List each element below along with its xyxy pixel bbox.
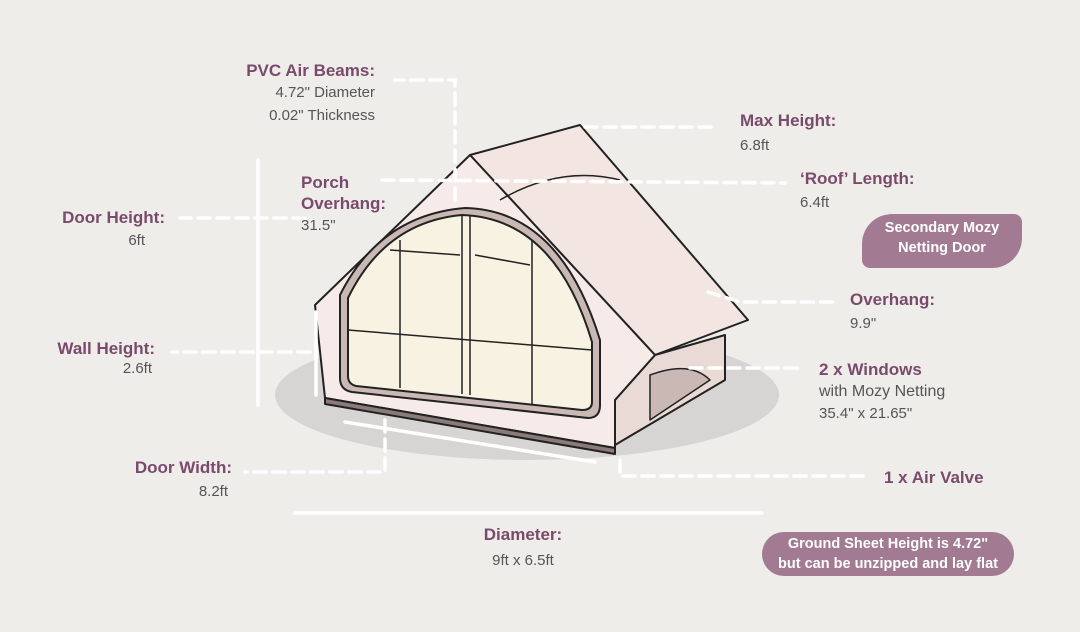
overhang-value: 9.9" <box>850 315 877 332</box>
pvc-air-beams-label: PVC Air Beams: <box>246 61 375 80</box>
door-width-label: Door Width: <box>134 458 232 477</box>
wall-height-value: 2.6ft <box>122 360 152 377</box>
diameter-label: Diameter: <box>483 525 563 544</box>
windows-netting-value: with Mozy Netting <box>819 383 946 400</box>
air-valve-label: 1 x Air Valve <box>884 468 984 487</box>
max-height-label: Max Height: <box>740 111 837 130</box>
ground-sheet-line-2: but can be unzipped and lay flat <box>778 556 998 572</box>
max-height-value: 6.8ft <box>740 137 770 154</box>
dimension-arrows <box>170 78 872 515</box>
pvc-thickness-value: 0.02" Thickness <box>269 107 375 124</box>
porch-overhang-label-1: Porch <box>301 173 350 192</box>
door-width-value: 8.2ft <box>198 483 228 500</box>
porch-overhang-value: 31.5" <box>301 217 336 234</box>
overhang-label: Overhang: <box>850 290 936 309</box>
roof-length-label: ‘Roof’ Length: <box>800 169 915 188</box>
ground-sheet-line-1: Ground Sheet Height is 4.72" <box>787 536 989 552</box>
wall-height-label: Wall Height: <box>57 339 155 358</box>
diameter-value: 9ft x 6.5ft <box>492 552 554 569</box>
windows-label: 2 x Windows <box>819 360 922 379</box>
tent <box>314 124 749 455</box>
ground-sheet-badge: Ground Sheet Height is 4.72" but can be … <box>762 532 1014 576</box>
pvc-diameter-value: 4.72" Diameter <box>275 84 375 101</box>
door-height-label: Door Height: <box>62 208 165 227</box>
door-height-value: 6ft <box>128 232 145 249</box>
roof-length-value: 6.4ft <box>800 194 830 211</box>
porch-overhang-label-2: Overhang: <box>301 194 387 213</box>
secondary-door-badge: Secondary Mozy Netting Door <box>862 214 1022 268</box>
secondary-door-line-2: Netting Door <box>898 240 986 256</box>
windows-size-value: 35.4" x 21.65" <box>819 405 913 422</box>
secondary-door-line-1: Secondary Mozy <box>884 220 1000 236</box>
